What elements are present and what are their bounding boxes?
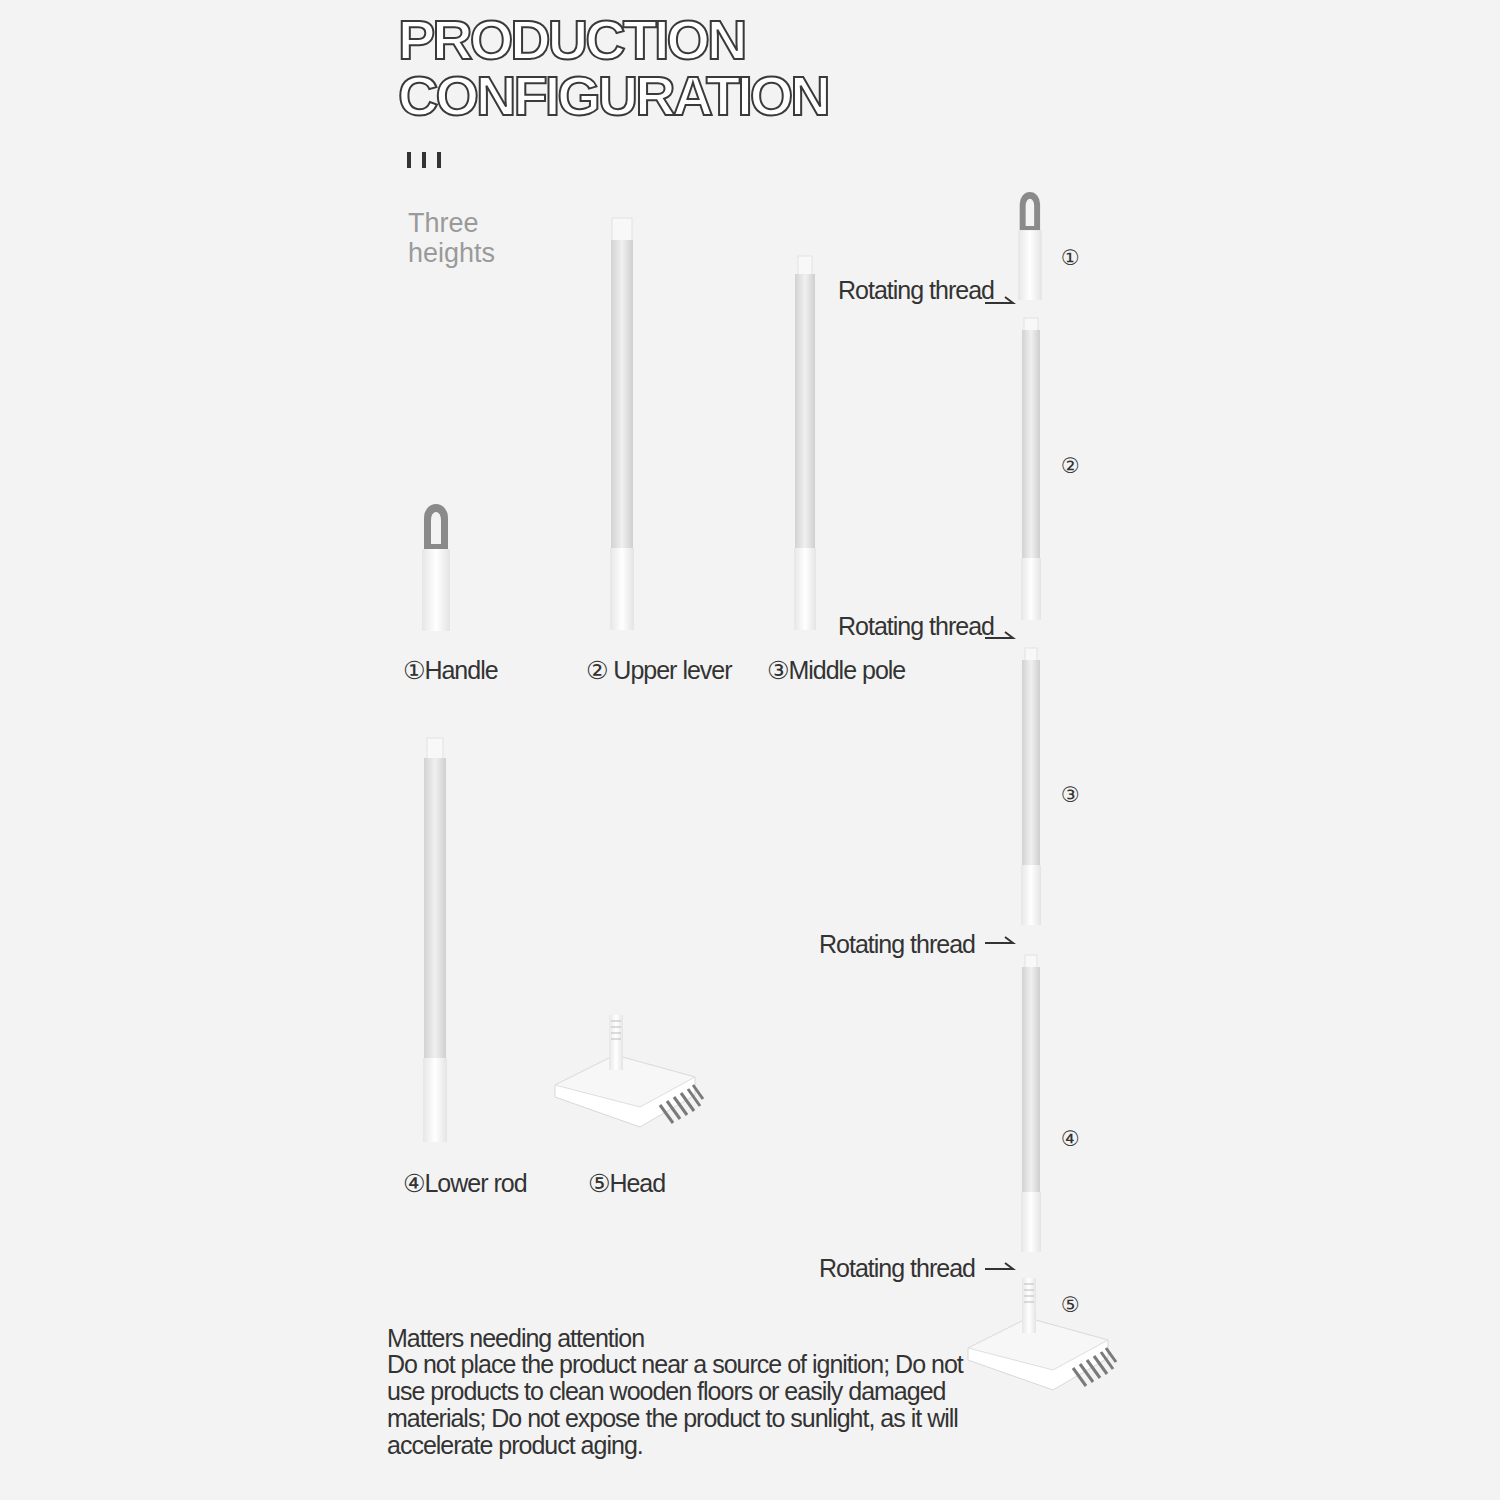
diagram-title: PRODUCTION CONFIGURATION — [398, 12, 838, 124]
note-heading: Matters needing attention — [387, 1323, 644, 1353]
callout-number: ③ — [1061, 782, 1080, 807]
callout-number: ① — [1061, 245, 1080, 270]
callout-number: ② — [1061, 453, 1080, 478]
note-body: Do not place the product near a source o… — [387, 1351, 977, 1459]
part-name: ② Upper lever — [586, 655, 732, 685]
thread-label: Rotating thread — [838, 611, 994, 641]
callout-number: ④ — [1061, 1126, 1080, 1151]
callout-number: ⑤ — [1061, 1292, 1080, 1317]
part-name: ④Lower rod — [403, 1168, 527, 1198]
thread-label: Rotating thread — [838, 275, 994, 305]
height-note: Three heights — [408, 208, 528, 268]
thread-label: Rotating thread — [819, 1253, 975, 1283]
thread-label: Rotating thread — [819, 929, 975, 959]
part-name: ⑤Head — [588, 1168, 665, 1198]
part-name: ③Middle pole — [767, 655, 905, 685]
part-name: ①Handle — [403, 655, 498, 685]
